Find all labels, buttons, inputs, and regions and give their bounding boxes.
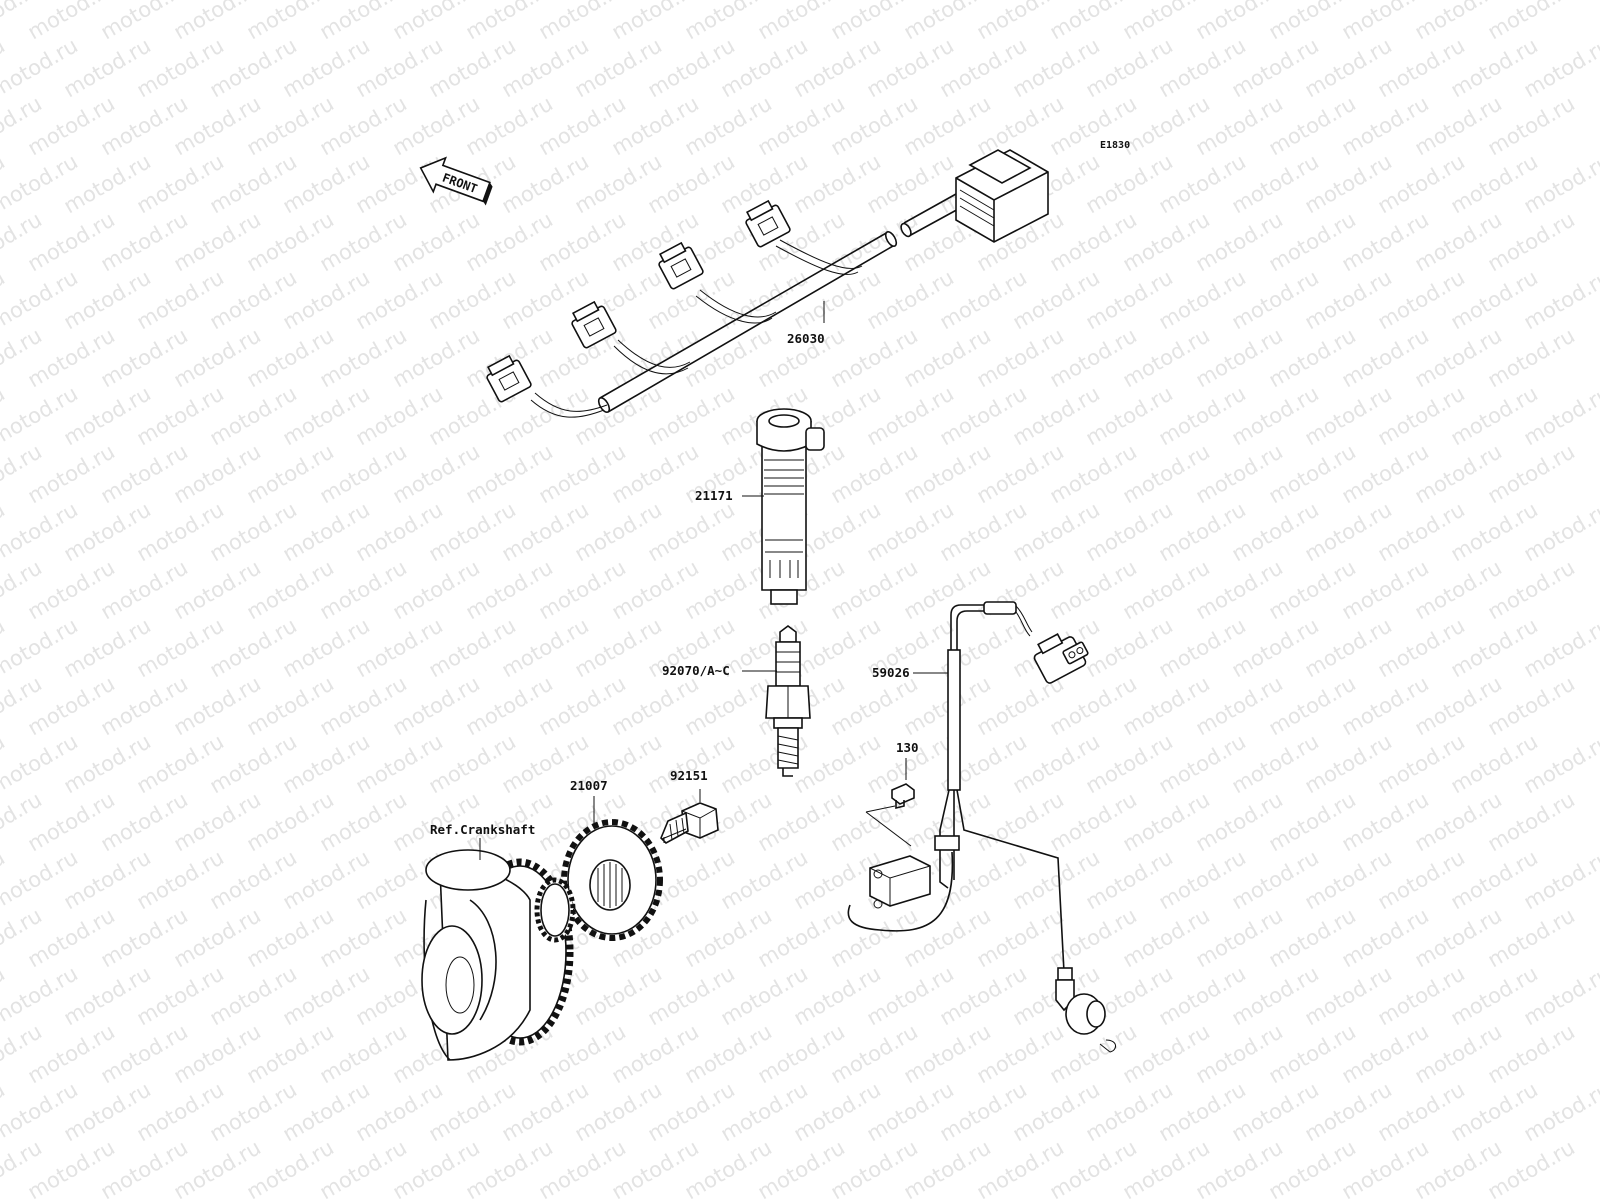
crankshaft-reference bbox=[421, 849, 576, 1061]
bolt-92151 bbox=[660, 802, 719, 844]
spark-plug bbox=[765, 625, 811, 777]
sensor-bracket bbox=[869, 855, 931, 909]
coil-connector-2 bbox=[571, 300, 617, 349]
ignition-coil bbox=[756, 408, 825, 605]
coil-connector-3 bbox=[658, 241, 704, 290]
diagram-code: E1830 bbox=[1100, 140, 1130, 151]
label-59026: 59026 bbox=[872, 665, 910, 680]
label-21171: 21171 bbox=[695, 488, 733, 503]
sensor-harness bbox=[847, 601, 1116, 1053]
label-92070: 92070/A~C bbox=[662, 663, 730, 678]
coil-connector-1 bbox=[486, 354, 532, 403]
label-130: 130 bbox=[896, 740, 919, 755]
timing-rotor bbox=[561, 819, 663, 941]
main-wiring-harness bbox=[486, 149, 1049, 418]
label-92151: 92151 bbox=[670, 768, 708, 783]
bolt-130 bbox=[891, 783, 915, 810]
pickup-coil-sensor bbox=[1055, 967, 1116, 1053]
label-26030: 26030 bbox=[787, 331, 825, 346]
coil-connector-4 bbox=[745, 199, 791, 248]
sensor-connector bbox=[1033, 633, 1089, 684]
label-crankshaft: Ref.Crankshaft bbox=[430, 822, 535, 837]
label-21007: 21007 bbox=[570, 778, 608, 793]
